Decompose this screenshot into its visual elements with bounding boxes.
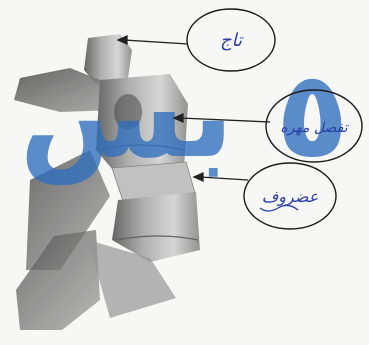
label-top: تاج	[220, 30, 244, 51]
arrow-line-top	[124, 40, 188, 44]
handwriting-stroke	[260, 205, 298, 211]
label-bottom: عضروف	[262, 187, 319, 206]
label-middle: تفصل مهره	[280, 120, 349, 136]
